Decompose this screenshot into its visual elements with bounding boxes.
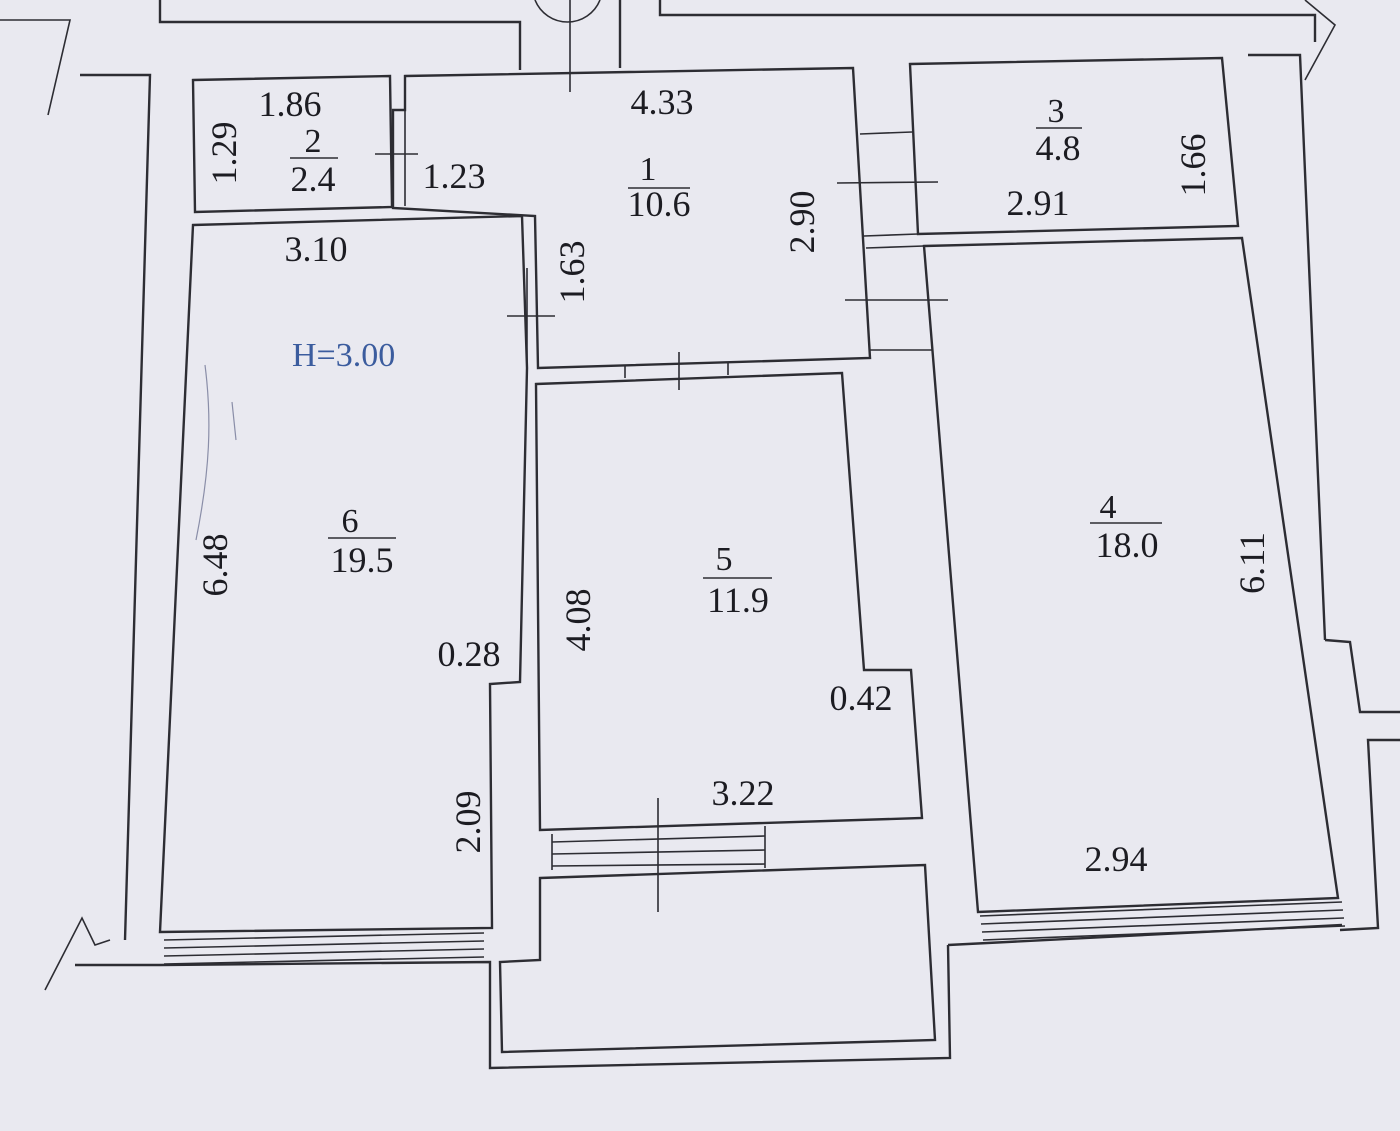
room-2-depth: 1.29 — [204, 122, 244, 185]
room-5-offset: 0.42 — [830, 678, 893, 718]
room-1-width: 4.33 — [631, 82, 694, 122]
room-1-number: 1 — [640, 151, 657, 188]
room-1-inner: 1.23 — [423, 156, 486, 196]
fraction-bars — [290, 127, 1162, 579]
room-6-living — [158, 214, 555, 965]
room-2-wc — [191, 74, 394, 214]
room-1-area: 10.6 — [628, 184, 691, 224]
pencil-mark — [195, 364, 210, 541]
room-5-width: 3.22 — [712, 773, 775, 813]
room-5-area: 11.9 — [707, 580, 769, 620]
room-6-width: 3.10 — [285, 229, 348, 269]
room-2-width: 1.86 — [259, 84, 322, 124]
room-5-kitchen — [534, 352, 924, 912]
balcony — [498, 863, 937, 1054]
room-5-depth: 4.08 — [558, 589, 598, 652]
room-6-lower: 2.09 — [448, 791, 488, 854]
room-4-area: 18.0 — [1096, 525, 1159, 565]
room-6-offset: 0.28 — [438, 634, 501, 674]
ceiling-height: H=3.00 — [292, 337, 395, 374]
room-3-width: 2.91 — [1007, 183, 1070, 223]
room-4-depth: 6.11 — [1232, 532, 1272, 594]
room-4-width: 2.94 — [1085, 839, 1148, 879]
room-3-area: 4.8 — [1036, 128, 1081, 168]
corridor-width: 1.63 — [552, 241, 592, 304]
room-6-depth: 6.48 — [195, 534, 235, 597]
room-1-corridor — [375, 66, 872, 370]
room-2-area: 2.4 — [291, 159, 336, 199]
room-4-number: 4 — [1100, 489, 1117, 526]
room-3-number: 3 — [1048, 93, 1065, 130]
exterior-walls — [0, 0, 1400, 1070]
room-2-number: 2 — [305, 123, 322, 160]
room-6-number: 6 — [342, 503, 359, 540]
room-6-area: 19.5 — [331, 540, 394, 580]
room-5-number: 5 — [716, 541, 733, 578]
room-4-bedroom — [845, 236, 1346, 941]
pencil-mark — [231, 401, 237, 441]
room-1-depth: 2.90 — [782, 191, 822, 254]
room-3-depth: 1.66 — [1173, 134, 1213, 197]
room-3-bathroom — [836, 56, 1240, 237]
